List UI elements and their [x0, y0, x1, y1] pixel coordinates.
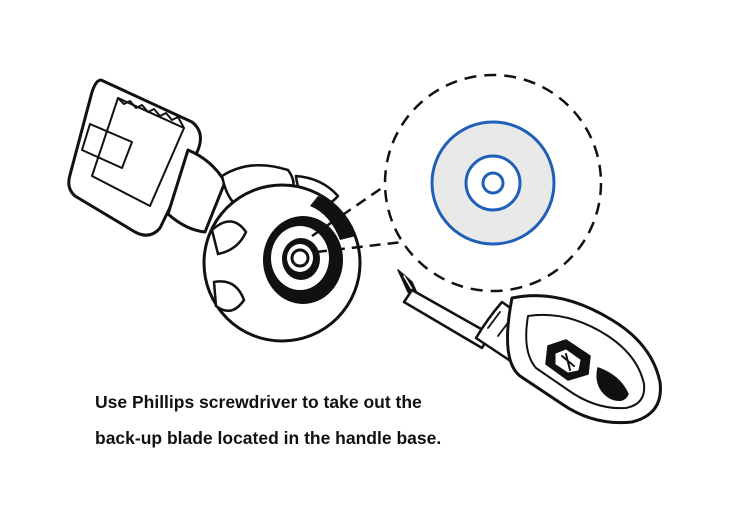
handle-base-patch-lower: [212, 280, 246, 313]
blade-holder-slot: [91, 97, 185, 207]
instruction-line-2: back-up blade located in the handle base…: [95, 428, 442, 448]
instruction-caption: Use Phillips screwdriver to take out the…: [95, 384, 615, 456]
phillips-screwdriver-icon: [397, 269, 662, 425]
screw-closeup-icon: [383, 73, 603, 293]
screwdriver-handle-inner: [525, 313, 646, 410]
screwdriver-grip-slot: [596, 367, 629, 401]
blade-holder-teeth: [117, 97, 185, 129]
screwdriver-shaft: [402, 288, 492, 350]
brand-logo-icon: [545, 339, 591, 381]
handle-neck: [166, 148, 227, 234]
handle-base: [202, 183, 362, 343]
handle-base-patch-left: [210, 220, 248, 256]
instruction-line-1: Use Phillips screwdriver to take out the: [95, 392, 422, 412]
blade-holder-body: [67, 78, 202, 237]
handle-base-shadow: [310, 196, 356, 240]
blade-holder-window: [81, 123, 133, 169]
screw-hole-inner-ring: [481, 171, 505, 195]
screw-icon: [263, 216, 343, 304]
